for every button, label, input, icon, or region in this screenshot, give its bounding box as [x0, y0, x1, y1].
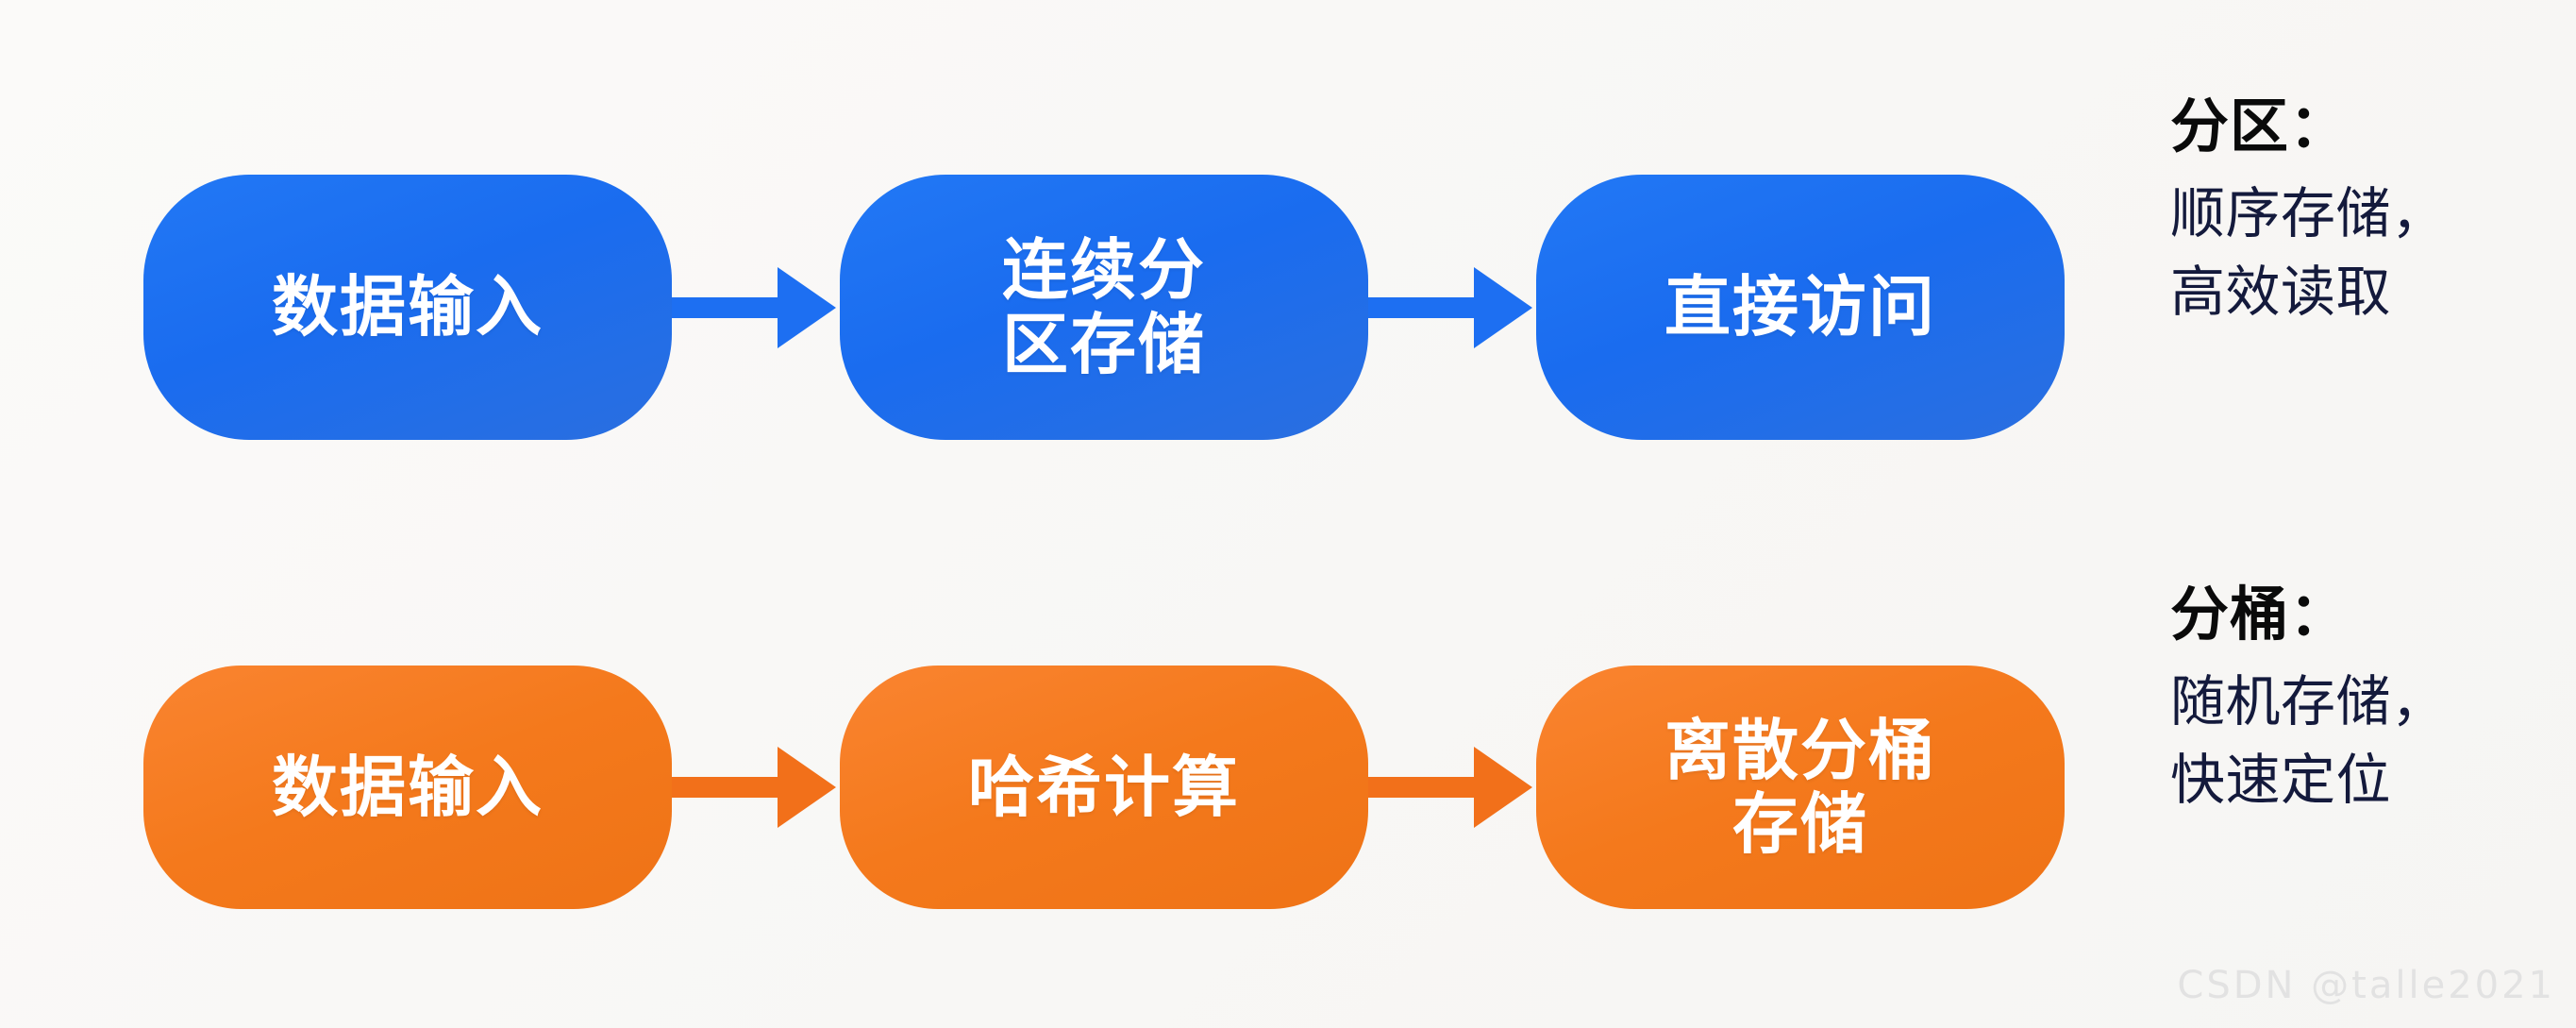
node-bucket-data-input[interactable]: 数据输入: [143, 666, 672, 909]
node-label: 数据输入: [272, 270, 544, 345]
node-partition-contiguous-storage[interactable]: 连续分 区存储: [840, 175, 1368, 440]
annotation-partition: 分区： 顺序存储， 高效读取: [2170, 93, 2567, 331]
arrow-right-icon: [672, 747, 840, 828]
arrow-head: [1474, 266, 1532, 348]
arrow-head: [778, 266, 836, 348]
arrow-right-icon: [672, 266, 840, 348]
partition-flow-row: 数据输入 连续分 区存储 直接访问: [143, 175, 2065, 440]
annotation-bucket: 分桶： 随机存储， 快速定位: [2170, 581, 2567, 819]
node-label: 离散分桶 存储: [1664, 713, 1936, 861]
arrow-shaft: [672, 777, 783, 798]
node-bucket-discrete-bucket-storage[interactable]: 离散分桶 存储: [1536, 666, 2065, 909]
annotation-body: 随机存储， 快速定位: [2170, 671, 2447, 811]
node-bucket-hash-compute[interactable]: 哈希计算: [840, 666, 1368, 909]
arrow-head: [778, 747, 836, 828]
node-partition-direct-access[interactable]: 直接访问: [1536, 175, 2065, 440]
annotation-body: 顺序存储， 高效读取: [2170, 183, 2447, 323]
node-label: 哈希计算: [968, 750, 1240, 824]
arrow-head: [1474, 747, 1532, 828]
annotation-title: 分桶：: [2170, 582, 2350, 648]
node-label: 数据输入: [272, 750, 544, 824]
node-partition-data-input[interactable]: 数据输入: [143, 175, 672, 440]
bucket-flow-row: 数据输入 哈希计算 离散分桶 存储: [143, 666, 2065, 909]
annotation-title: 分区：: [2170, 94, 2350, 160]
arrow-shaft: [1368, 777, 1480, 798]
watermark: CSDN @talle2021: [2177, 964, 2555, 1007]
arrow-shaft: [672, 296, 783, 318]
arrow-right-icon: [1368, 747, 1536, 828]
node-label: 连续分 区存储: [1002, 233, 1206, 381]
arrow-right-icon: [1368, 266, 1536, 348]
arrow-shaft: [1368, 296, 1480, 318]
node-label: 直接访问: [1664, 270, 1936, 345]
